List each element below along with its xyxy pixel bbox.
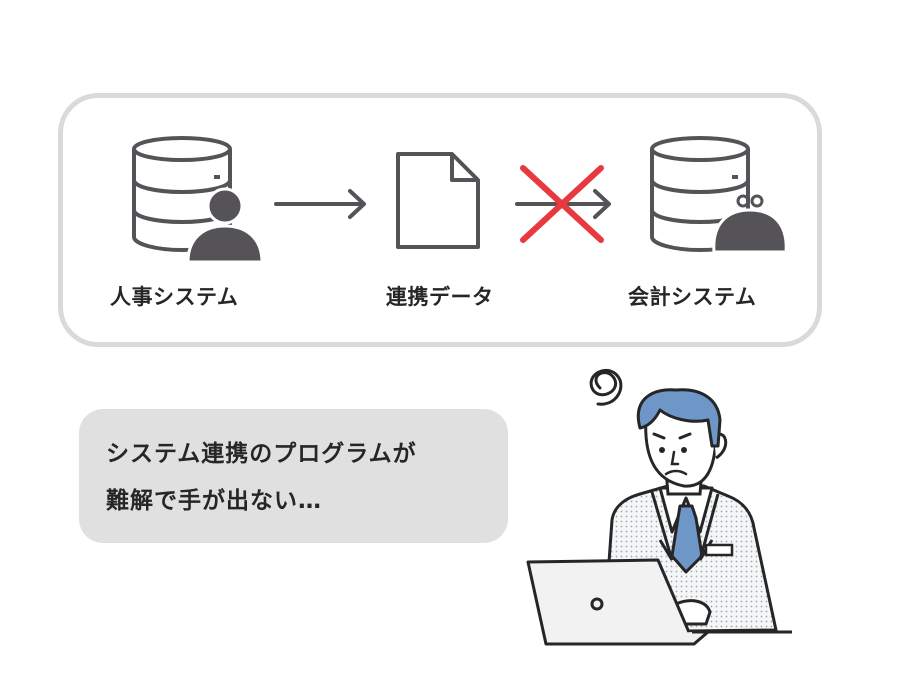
eye-left [659, 447, 665, 453]
mouth [664, 469, 688, 476]
left-lapel [650, 491, 674, 561]
hr-system-label: 人事システム [110, 285, 239, 309]
necktie [670, 504, 704, 574]
speech-bubble: システム連携のプログラムが 難解で手が出ない… [79, 409, 508, 543]
name-badge [704, 543, 734, 557]
bubble-text-line-1: システム連携のプログラムが [106, 441, 417, 467]
eyebrow-right [678, 432, 692, 440]
coin-purse-icon [712, 194, 788, 254]
eye-right [681, 447, 687, 453]
arrow-right-icon [274, 189, 366, 219]
eyebrow-left [652, 432, 666, 440]
red-cross-icon [520, 165, 604, 243]
nose [670, 450, 680, 466]
hair [636, 388, 722, 448]
accounting-system-label: 会計システム [628, 285, 757, 309]
linkage-data-label: 連携データ [386, 285, 494, 309]
worry-swirl-icon [589, 369, 623, 406]
person-silhouette-icon [186, 187, 264, 264]
laptop-icon [526, 558, 710, 646]
document-icon [396, 152, 480, 249]
bubble-text-line-2: 難解で手が出ない… [106, 488, 322, 514]
